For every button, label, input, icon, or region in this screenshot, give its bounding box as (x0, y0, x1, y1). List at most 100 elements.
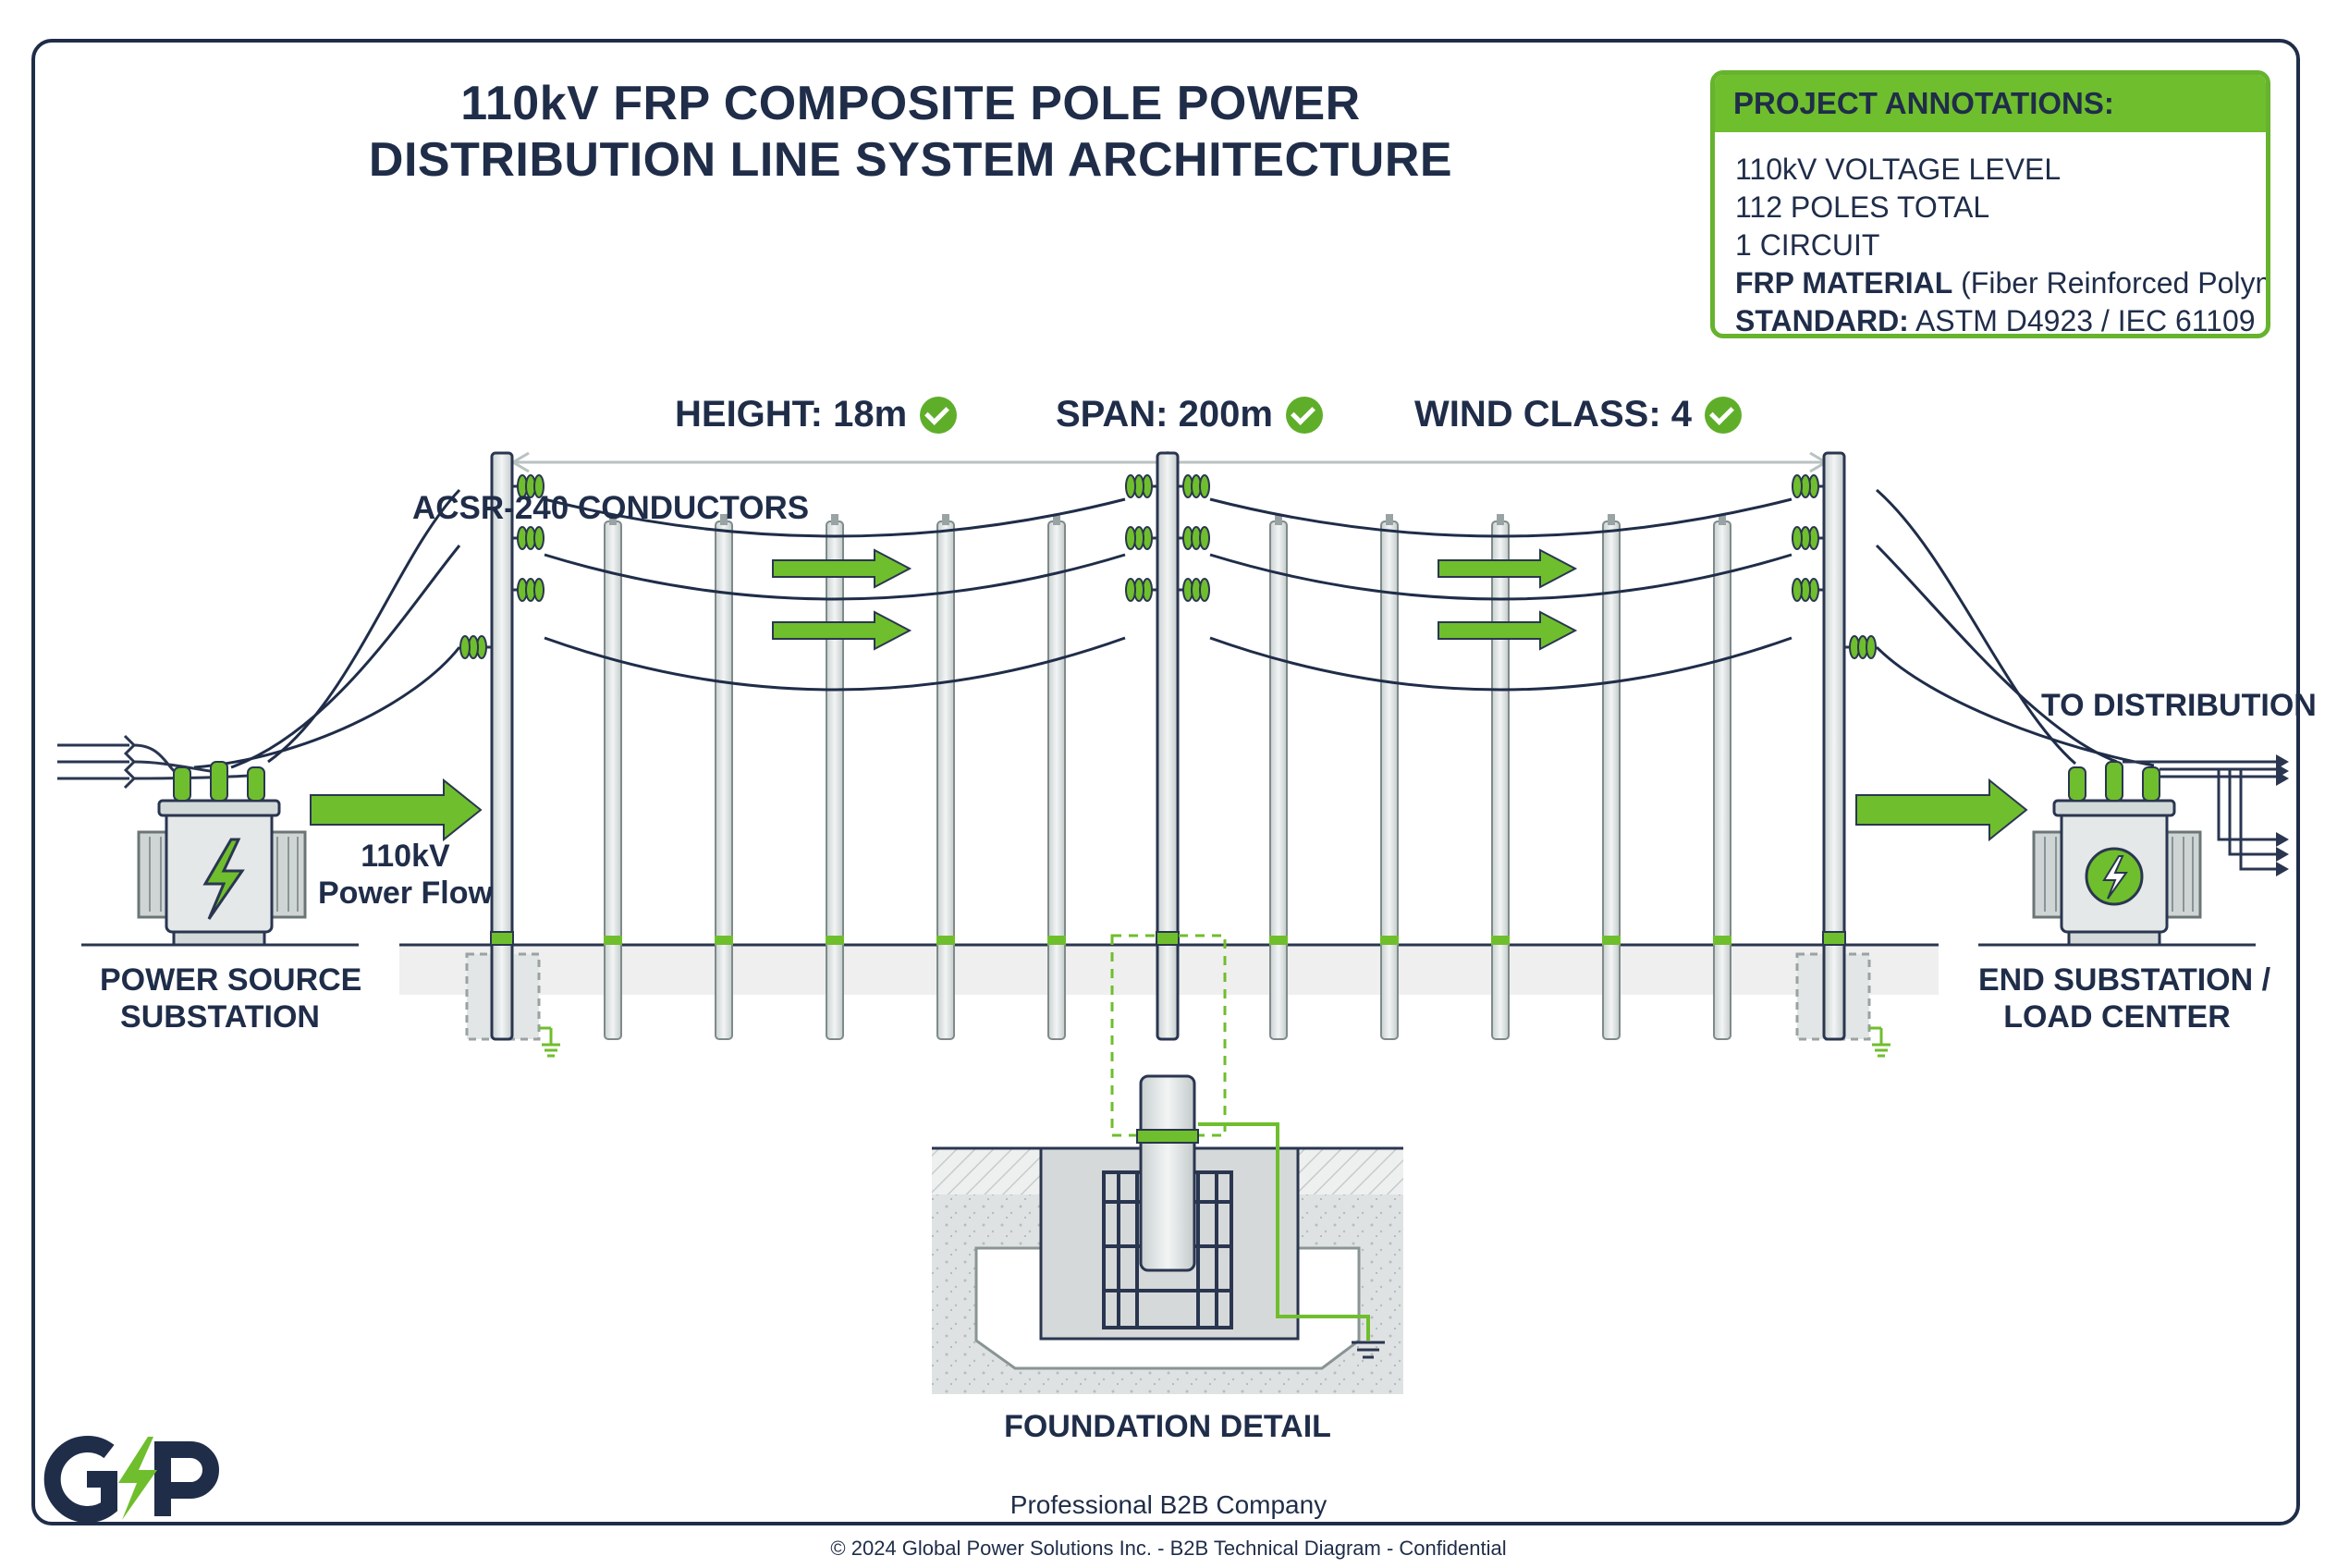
spec-height-text: HEIGHT: 18m (675, 394, 908, 435)
insulator-icon (1125, 526, 1156, 550)
conductor-line (1209, 553, 1793, 601)
conductor-line (544, 636, 1126, 692)
pole-ground-band (1269, 936, 1288, 945)
end-substation-label-line2: LOAD CENTER (2003, 999, 2231, 1035)
flow-arrows (772, 548, 1578, 651)
title-line-1: 110kV FRP COMPOSITE POLE POWER (460, 77, 1361, 130)
conductors-group (193, 488, 2155, 769)
pole-cap (1608, 514, 1615, 525)
ground-icon (1869, 1026, 1890, 1058)
intermediate-pole (936, 521, 955, 1040)
annotation-material: FRP MATERIAL (Fiber Reinforced Polymer) (1735, 266, 2266, 300)
check-circle-icon (1705, 396, 1742, 434)
annotation-standard-value: ASTM D4923 / IEC 61109 (1908, 304, 2256, 337)
conductor-line (1209, 636, 1793, 692)
power-flow-label-text: Power Flow (318, 876, 493, 911)
right-arrow-icon (1438, 610, 1578, 651)
intermediate-pole (1047, 521, 1066, 1040)
title-line-2: DISTRIBUTION LINE SYSTEM ARCHITECTURE (368, 133, 1453, 187)
project-annotations-box: PROJECT ANNOTATIONS: 110kV VOLTAGE LEVEL… (1710, 70, 2270, 338)
main-pole (1822, 451, 1846, 1041)
main-pole (1156, 451, 1180, 1041)
conductor-line (544, 553, 1126, 601)
conductor-drop-line (1875, 544, 2118, 764)
annotation-material-value: (Fiber Reinforced Polymer) (1961, 266, 2266, 300)
conductors-label: ACSR-240 CONDUCTORS (412, 490, 810, 526)
end-substation-label: END SUBSTATION /LOAD CENTER (1978, 962, 2271, 1035)
company-tagline: Professional B2B Company (1009, 1490, 1328, 1519)
intermediate-pole (604, 521, 622, 1040)
pole-cap (1719, 514, 1726, 525)
insulator-icon (1179, 526, 1210, 550)
main-pole (490, 451, 514, 1041)
check-circle-icon (920, 396, 958, 434)
spec-span-text: SPAN: 200m (1056, 394, 1273, 435)
annotation-material-key: FRP MATERIAL (1735, 266, 1953, 300)
pole-ground-band (936, 936, 955, 945)
conductor-line (1209, 497, 1793, 538)
insulator-icon (1179, 578, 1210, 602)
spec-span: SPAN: 200m (1056, 394, 1323, 435)
ground-icon (1352, 1341, 1385, 1359)
right-arrow-icon (310, 778, 483, 842)
pole-cap (1386, 514, 1393, 525)
intermediate-pole (1380, 521, 1399, 1040)
insulator-icon (513, 474, 544, 498)
pole-ground-band (1380, 936, 1399, 945)
end-substation-label-line1: END SUBSTATION / (1978, 962, 2271, 998)
conductor-line (544, 497, 1126, 538)
conductor-drop-line (267, 488, 461, 764)
lightning-icon (202, 838, 245, 920)
insulator-icon (513, 526, 544, 550)
conductor-drop-line (230, 545, 461, 769)
spec-height: HEIGHT: 18m (675, 394, 958, 435)
power-source-label-line1: POWER SOURCE (100, 962, 362, 998)
insulator-icon (459, 635, 491, 659)
spec-wind: WIND CLASS: 4 (1414, 394, 1742, 435)
to-distribution-label: TO DISTRIBUTION (2041, 688, 2317, 723)
foundation-detail-label: FOUNDATION DETAIL (1004, 1409, 1331, 1444)
pole-ground-band (1602, 936, 1621, 945)
copyright-text: © 2024 Global Power Solutions Inc. - B2B… (830, 1537, 1507, 1560)
check-circle-icon (1285, 396, 1323, 434)
company-logo (43, 1436, 219, 1523)
pole-cap (942, 514, 949, 525)
insulator-icon (1845, 635, 1877, 659)
pole-ground-band (1491, 936, 1510, 945)
annotations-header: PROJECT ANNOTATIONS: (1715, 75, 2266, 132)
power-flow-label-voltage: 110kV (361, 839, 450, 874)
diagram-frame (31, 39, 2300, 1525)
pole-ground-band (1047, 936, 1066, 945)
pole-cap (609, 514, 617, 525)
pole-ground-band (1156, 931, 1180, 946)
annotation-standard-key: STANDARD: (1735, 304, 1909, 337)
right-arrow-icon (1438, 548, 1578, 589)
intermediate-pole (1269, 521, 1288, 1040)
right-arrow-icon (772, 548, 912, 589)
poles-group (459, 451, 1877, 1041)
pole-ground-band (604, 936, 622, 945)
pole-ground-band (1713, 936, 1731, 945)
pole-ground-band (490, 931, 514, 946)
pole-cap (1053, 514, 1060, 525)
insulator-icon (513, 578, 544, 602)
insulator-icon (1792, 578, 1823, 602)
pole-cap (1275, 514, 1282, 525)
conductor-drop-line (1875, 645, 2155, 767)
intermediate-pole (715, 521, 733, 1040)
spec-wind-text: WIND CLASS: 4 (1414, 394, 1692, 435)
end-substation (2032, 754, 2289, 947)
conductor-drop-line (1876, 488, 2076, 766)
insulator-icon (1125, 474, 1156, 498)
right-arrow-icon (772, 610, 912, 651)
pole-cap (1497, 514, 1504, 525)
annotation-poles: 112 POLES TOTAL (1735, 190, 1990, 224)
insulator-icon (1792, 474, 1823, 498)
lightning-circle-icon (2085, 847, 2144, 906)
pole-cap (831, 514, 838, 525)
pole-ground-band (826, 936, 844, 945)
annotation-circuit: 1 CIRCUIT (1735, 228, 1880, 262)
